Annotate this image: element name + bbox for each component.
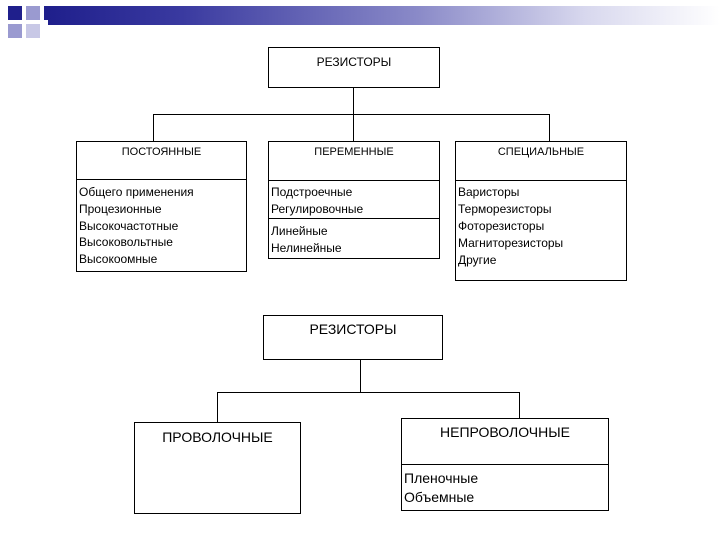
list-item: Высокочастотные: [79, 218, 179, 233]
item-list: Варисторы Терморезисторы Фоторезисторы М…: [458, 184, 563, 269]
decor-square-4: [26, 24, 40, 38]
top-child-box-constant: ПОСТОЯННЫЕ Общего применения Процезионны…: [76, 141, 247, 272]
top-child-box-special: СПЕЦИАЛЬНЫЕ Варисторы Терморезисторы Фот…: [455, 141, 627, 281]
list-item: Пленочные: [404, 470, 479, 486]
title-separator: [269, 180, 439, 181]
group-separator: [269, 218, 439, 219]
list-item: Высоковольтные: [79, 235, 173, 250]
list-item: Нелинейные: [271, 241, 342, 255]
top-connector-middle: [353, 114, 354, 141]
top-connector-right: [549, 114, 550, 141]
bottom-child-title: НЕПРОВОЛОЧНЫЕ: [440, 424, 570, 440]
top-root-box: РЕЗИСТОРЫ: [268, 47, 440, 88]
slide-header-decoration: [0, 0, 720, 48]
title-separator: [77, 179, 246, 180]
top-connector-left: [153, 114, 154, 141]
bottom-connector-root-vertical: [360, 360, 361, 392]
bottom-child-box-nonwire: НЕПРОВОЛОЧНЫЕ Пленочные Объемные: [401, 418, 609, 511]
bottom-child-title: ПРОВОЛОЧНЫЕ: [162, 429, 273, 445]
list-item: Фоторезисторы: [458, 219, 545, 233]
list-item: Другие: [458, 253, 497, 267]
bottom-connector-right: [519, 392, 520, 418]
title-separator: [456, 180, 626, 181]
decor-square-2: [26, 6, 40, 20]
list-item: Регулировочные: [271, 202, 364, 216]
top-child-title: СПЕЦИАЛЬНЫЕ: [497, 146, 585, 158]
decor-square-1: [8, 6, 22, 20]
bottom-child-box-wire: ПРОВОЛОЧНЫЕ: [134, 422, 301, 514]
list-item: Варисторы: [458, 185, 520, 199]
item-list: Линейные Нелинейные: [271, 223, 342, 257]
bottom-root-title: РЕЗИСТОРЫ: [309, 321, 397, 337]
decor-gradient-bar: [48, 6, 720, 25]
top-root-title: РЕЗИСТОРЫ: [316, 55, 392, 69]
title-separator: [402, 464, 608, 465]
decor-square-3: [8, 24, 22, 38]
list-item: Магниторезисторы: [458, 236, 564, 250]
list-item: Процезионные: [79, 201, 162, 216]
top-child-title: ПЕРЕМЕННЫЕ: [314, 146, 394, 158]
list-item: Общего применения: [79, 185, 194, 199]
top-connector-horizontal: [153, 114, 550, 115]
list-item: Объемные: [404, 489, 475, 505]
item-list: Пленочные Объемные: [404, 469, 478, 507]
top-child-title: ПОСТОЯННЫЕ: [121, 146, 202, 158]
list-item: Подстроечные: [271, 185, 353, 199]
list-item: Терморезисторы: [458, 202, 552, 216]
bottom-connector-left: [217, 392, 218, 422]
top-child-box-variable: ПЕРЕМЕННЫЕ Подстроечные Регулировочные Л…: [268, 141, 440, 259]
item-list: Подстроечные Регулировочные: [271, 184, 363, 218]
bottom-root-box: РЕЗИСТОРЫ: [263, 315, 443, 360]
item-list: Общего применения Процезионные Высокочас…: [79, 184, 194, 268]
list-item: Линейные: [271, 224, 328, 238]
bottom-connector-horizontal: [217, 392, 520, 393]
list-item: Высокоомные: [79, 252, 158, 267]
top-connector-root-vertical: [353, 88, 354, 114]
